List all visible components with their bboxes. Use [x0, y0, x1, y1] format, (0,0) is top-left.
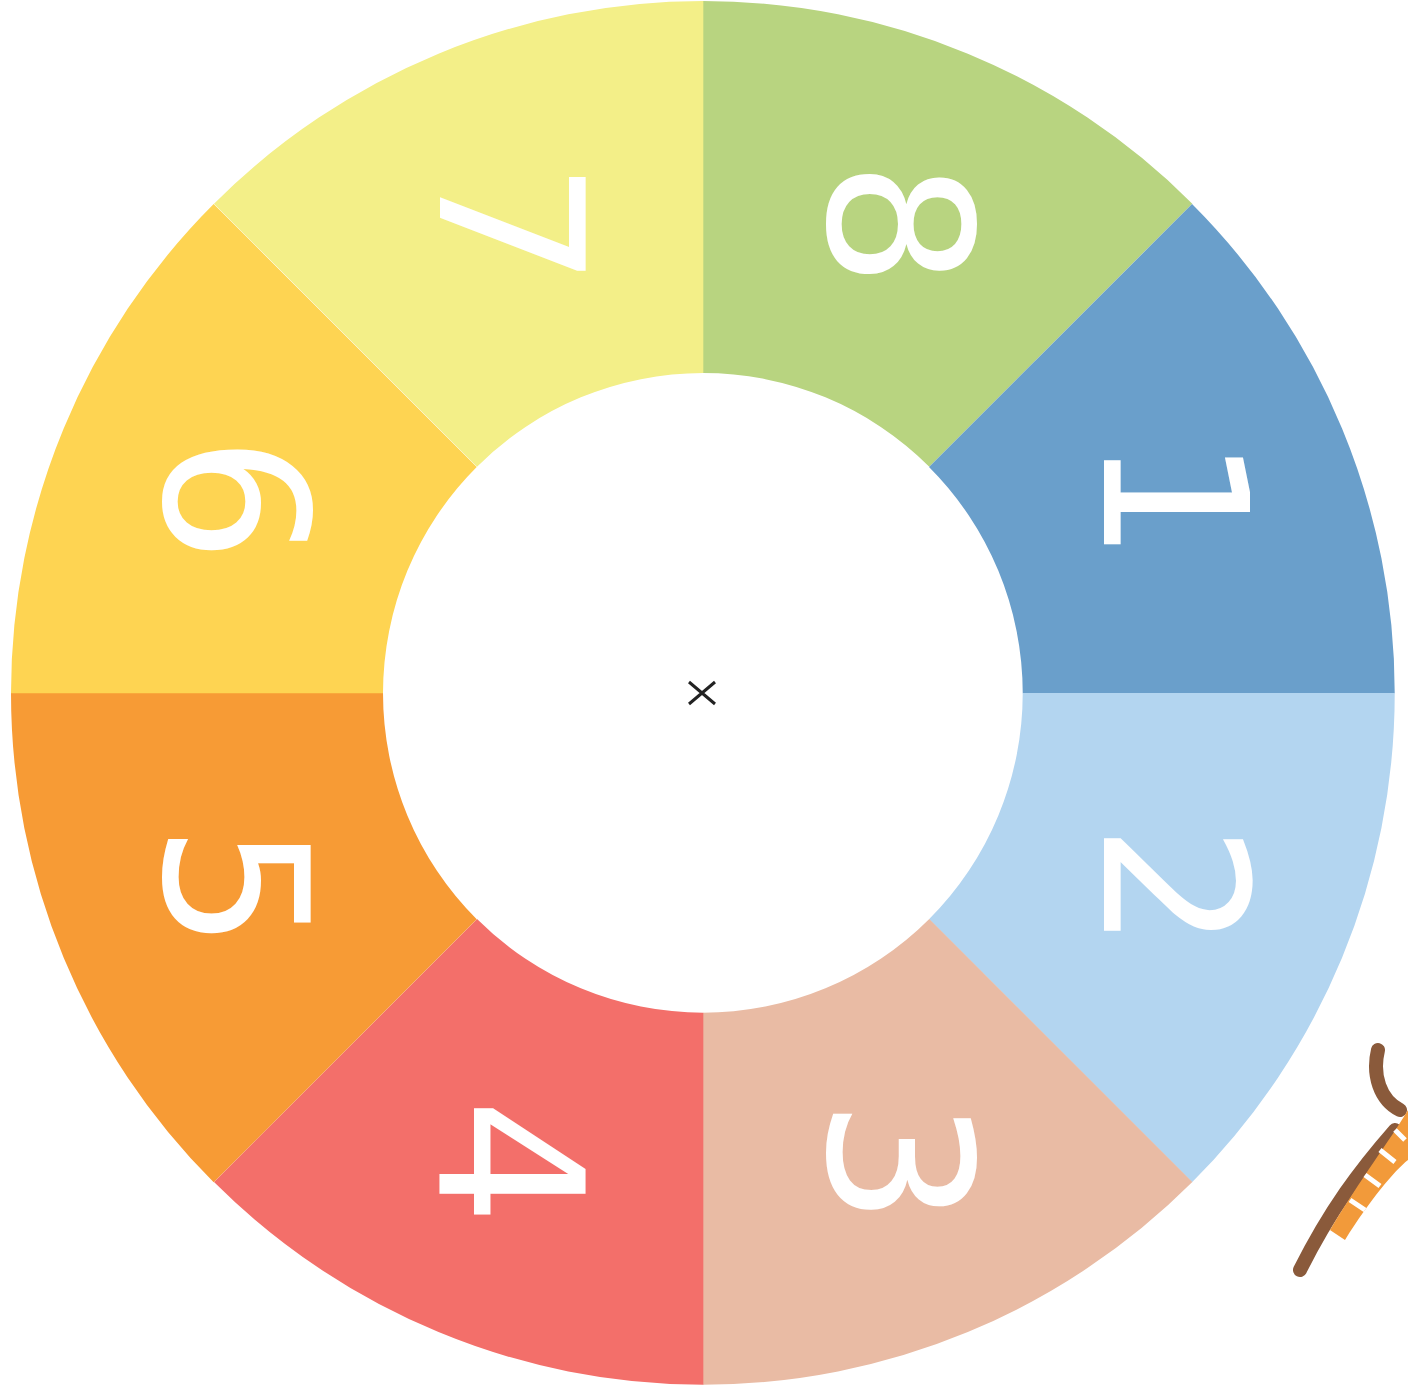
spinner-sector: 3	[703, 919, 1192, 1385]
sector-fill	[703, 919, 1192, 1385]
sector-number: 8	[797, 160, 997, 287]
sector-number: 1	[1072, 435, 1272, 562]
sector-fill	[11, 693, 477, 1182]
sector-number: 6	[134, 435, 334, 562]
sector-number: 4	[409, 1099, 609, 1226]
sector-number: 5	[134, 824, 334, 951]
spinner-sector: 5	[11, 693, 477, 1182]
tiger-illustration	[1300, 1050, 1408, 1270]
center-mark	[689, 682, 715, 704]
sector-number: 7	[409, 160, 609, 287]
sector-fill	[214, 1, 703, 467]
sector-number: 3	[797, 1099, 997, 1226]
spinner-sector: 7	[214, 1, 703, 467]
spinner-sector: 1	[929, 204, 1395, 693]
sector-number: 2	[1072, 824, 1272, 951]
sector-fill	[929, 204, 1395, 693]
